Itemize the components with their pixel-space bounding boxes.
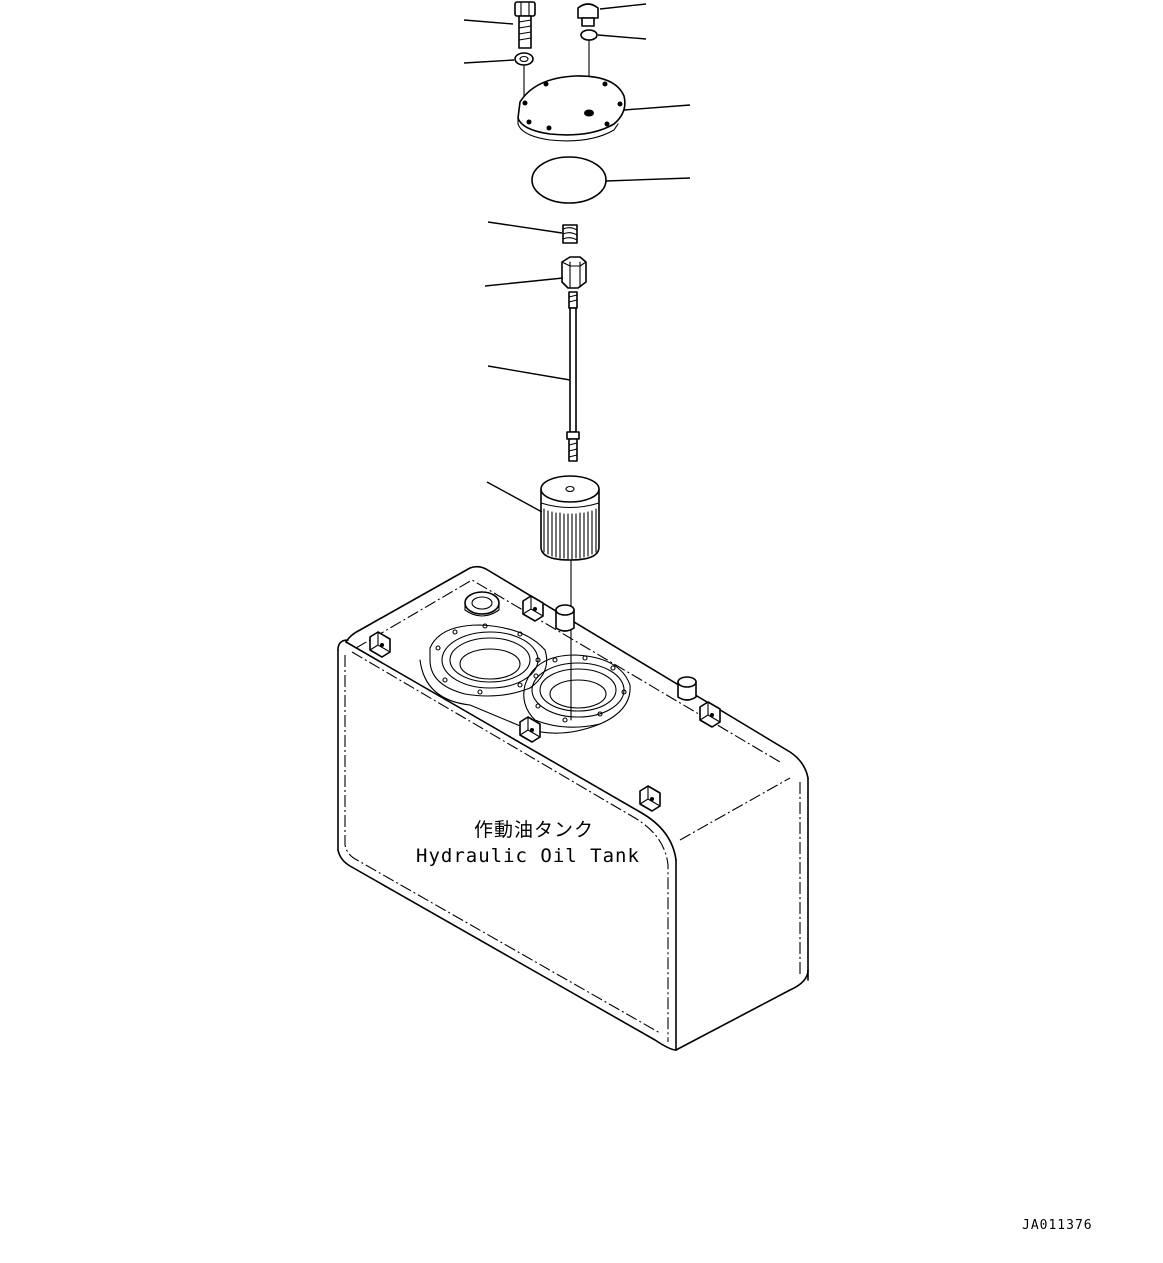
leader-plug (599, 3, 647, 10)
leader-spring (487, 221, 563, 234)
rod-part (566, 291, 580, 462)
leader-hex-nut (484, 277, 564, 287)
drawing-code: JA011376 (1022, 1218, 1093, 1233)
tank-filler-port (464, 591, 500, 617)
filter-element-part (540, 475, 600, 561)
leader-o-ring-large (605, 177, 691, 182)
o-ring-small-part (580, 29, 598, 41)
leader-rod (487, 365, 571, 381)
tank-flange-right (523, 654, 631, 728)
leader-washer (463, 59, 515, 64)
bolt-part (514, 1, 536, 49)
hydraulic-oil-tank (337, 565, 809, 1051)
leader-o-ring-small (597, 34, 647, 40)
tank-label-japanese: 作動油タンク (474, 819, 594, 841)
o-ring-large-part (531, 156, 607, 204)
tank-bracket (639, 785, 661, 812)
tank-bracket (519, 716, 541, 743)
tank-bracket (522, 595, 544, 622)
cover-plate-part (517, 75, 626, 142)
leader-filter-element (486, 481, 543, 513)
leader-cover-plate (623, 104, 691, 111)
spring-part (562, 224, 578, 244)
tank-bracket (369, 631, 391, 658)
hex-nut-part (561, 256, 587, 289)
tank-boss-right (677, 676, 697, 701)
tank-bracket (699, 701, 721, 728)
tank-mounting-plate (419, 659, 601, 734)
washer-part (514, 52, 534, 66)
tank-flange-left (429, 623, 548, 697)
leader-bolt (463, 19, 514, 25)
plug-part (577, 3, 599, 27)
tank-boss-center (555, 604, 575, 632)
tank-label-english: Hydraulic Oil Tank (416, 845, 640, 867)
